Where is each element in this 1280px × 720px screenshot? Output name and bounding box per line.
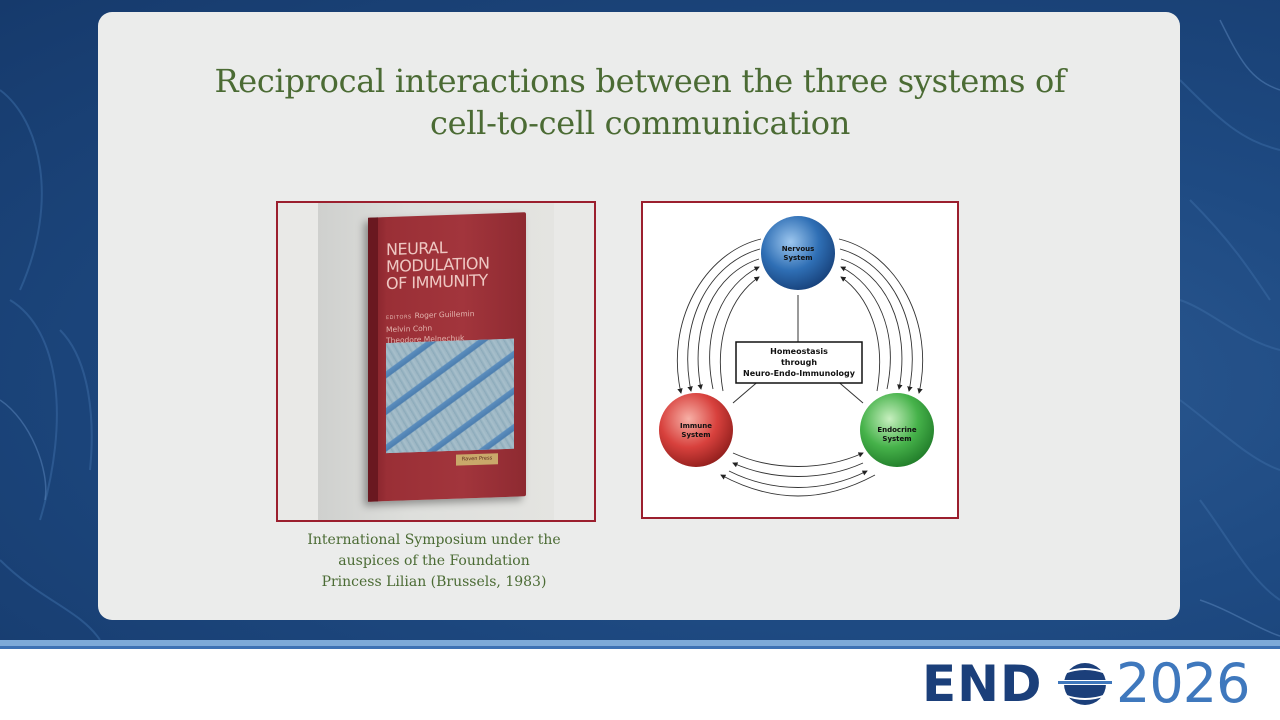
homeostasis-label-3: Neuro-Endo-Immunology <box>743 369 856 378</box>
caption-line-3: Princess Lilian (Brussels, 1983) <box>321 574 547 590</box>
homeostasis-label-2: through <box>781 358 817 367</box>
arcs-nervous-endocrine <box>838 238 924 394</box>
neuro-endo-immune-diagram: Nervous System Immune System Endocrine S… <box>641 201 959 519</box>
slide-title-line-1: Reciprocal interactions between the thre… <box>214 62 1066 100</box>
book-title-line-3: OF IMMUNITY <box>386 270 488 294</box>
endocrine-label-1: Endocrine <box>877 426 917 434</box>
slide-title: Reciprocal interactions between the thre… <box>0 60 1280 144</box>
diagram-svg: Nervous System Immune System Endocrine S… <box>659 216 934 497</box>
footer-stripe-light <box>0 640 1280 646</box>
arcs-immune-endocrine <box>720 452 876 497</box>
endocrine-label-2: System <box>882 435 911 443</box>
slide-title-line-2: cell-to-cell communication <box>429 104 851 142</box>
globe-icon <box>1058 663 1112 705</box>
homeostasis-label-1: Homeostasis <box>770 347 828 356</box>
endocrine-system-node <box>860 393 934 467</box>
book-cover-micrograph <box>386 338 514 454</box>
immune-label-2: System <box>681 431 710 439</box>
book-caption: International Symposium under the auspic… <box>276 530 592 593</box>
logo-end-text: END <box>922 655 1043 713</box>
book-publisher: Raven Press <box>456 453 498 466</box>
nervous-label-2: System <box>783 254 812 262</box>
book-spine <box>368 217 378 502</box>
footer-stripe-dark <box>0 646 1280 649</box>
arcs-nervous-immune <box>676 238 762 394</box>
nervous-label-1: Nervous <box>782 245 815 253</box>
logo-year-text: 2026 <box>1116 652 1250 715</box>
caption-line-2: auspices of the Foundation <box>338 553 530 569</box>
background-vein-pattern <box>0 19 1280 640</box>
nervous-system-node <box>761 216 835 290</box>
caption-line-1: International Symposium under the <box>307 532 561 548</box>
endo-2026-logo: END 2026 <box>922 654 1272 714</box>
book-editor-1: Roger Guillemin <box>414 309 475 321</box>
book-title: NEURAL MODULATION OF IMMUNITY <box>386 236 526 294</box>
homeostasis-box <box>735 341 863 384</box>
book-editors-label: EDITORS <box>386 314 412 322</box>
immune-label-1: Immune <box>680 422 712 430</box>
immune-system-node <box>659 393 733 467</box>
